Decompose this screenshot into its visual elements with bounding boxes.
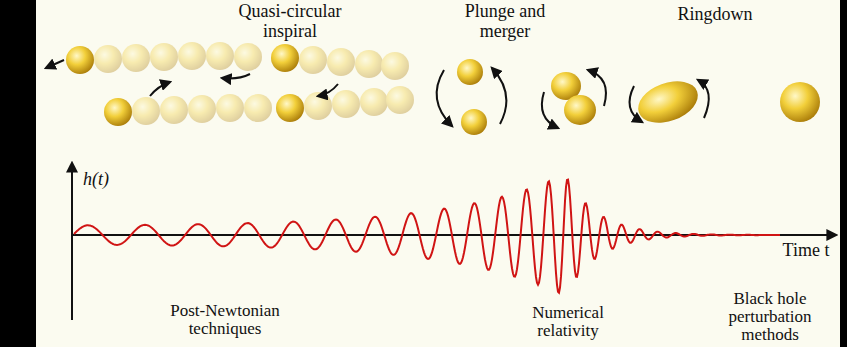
axis-label: h(t): [74, 170, 118, 190]
axis-label: Time t: [775, 241, 837, 261]
method-label: Post-Newtonian techniques: [155, 302, 295, 338]
phase-label: Ringdown: [665, 5, 765, 25]
waveform: [74, 180, 780, 293]
phase-label: Plunge and merger: [455, 2, 555, 42]
axes: [72, 163, 836, 320]
inspiral-trail: [94, 42, 414, 125]
phase-label: Quasi-circular inspiral: [225, 2, 355, 42]
method-label: Numerical relativity: [518, 304, 618, 340]
method-label: Black hole perturbation methods: [714, 290, 826, 344]
orbit-arrows: [46, 60, 709, 128]
panel-ground: [36, 0, 840, 347]
black-hole-spheres: [66, 44, 820, 135]
